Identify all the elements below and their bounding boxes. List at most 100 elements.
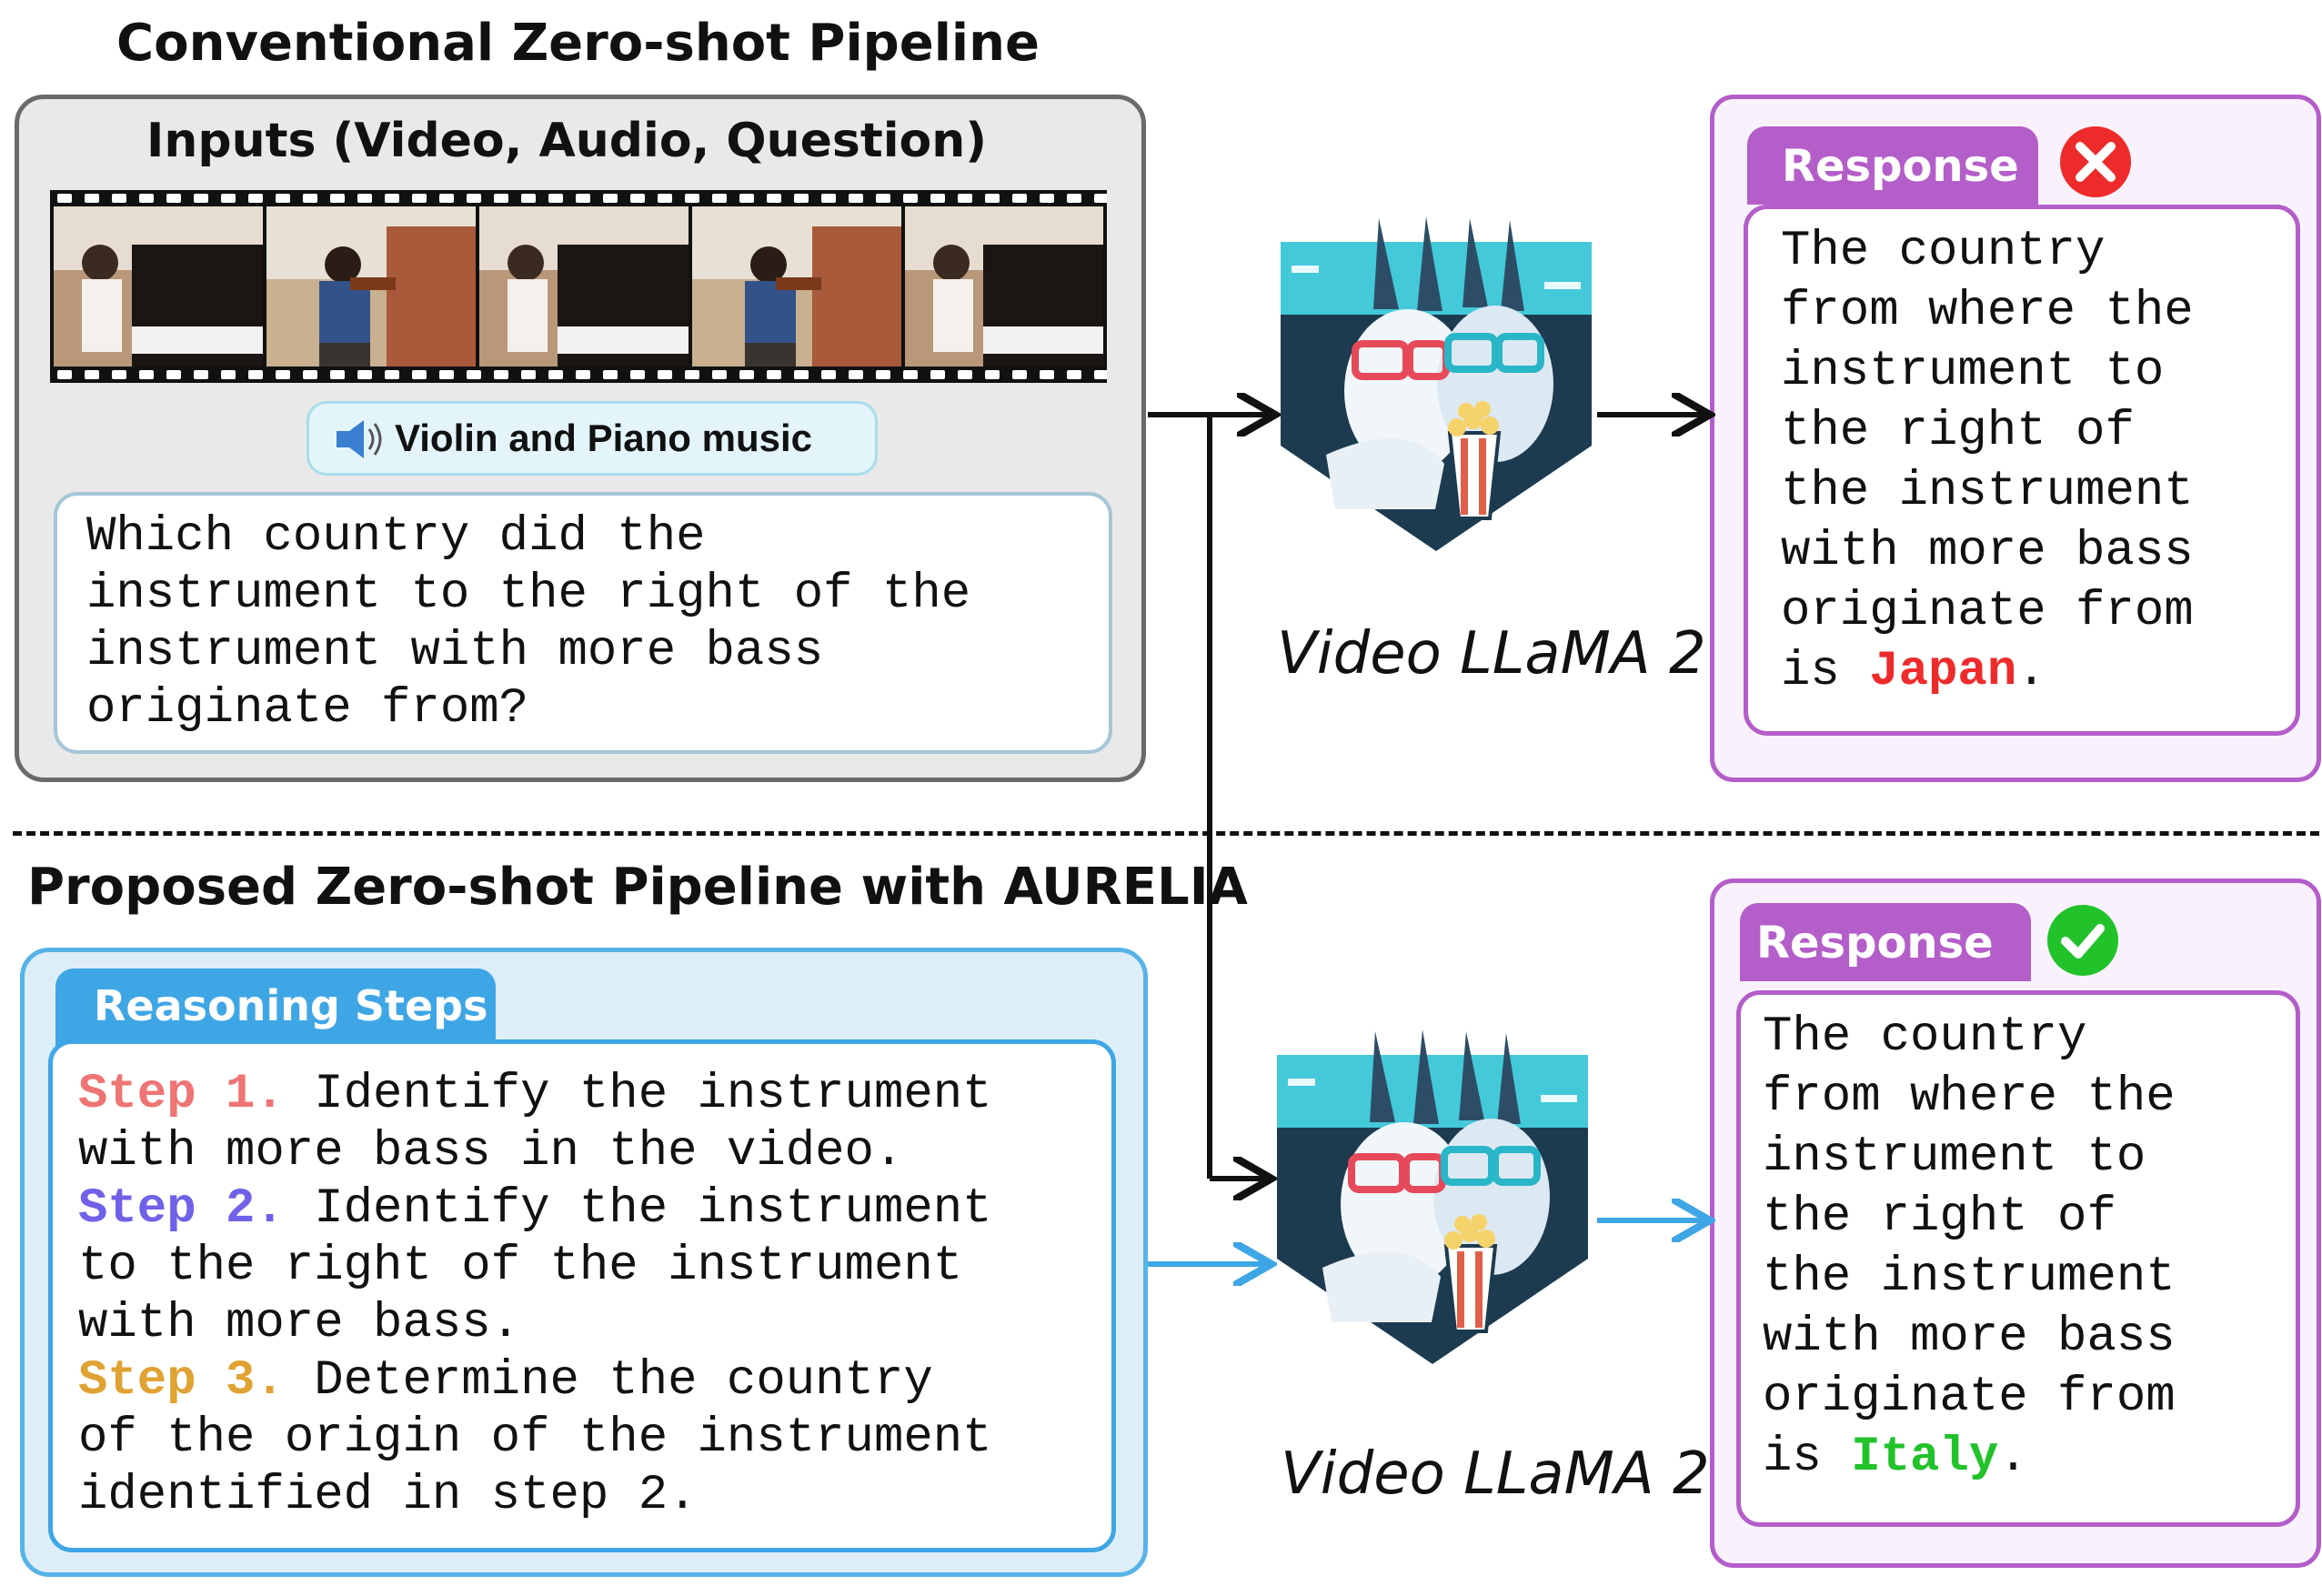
film-sprocket-hole [439,370,454,379]
film-sprocket-hole [85,194,99,203]
film-sprocket-hole [412,370,427,379]
frame-piano-1 [54,206,263,366]
film-sprocket-hole [494,370,508,379]
film-sprocket-hole [712,194,727,203]
audio-label: Violin and Piano music [395,417,812,459]
film-sprocket-hole [330,370,345,379]
film-sprocket-hole [303,194,317,203]
film-sprocket-hole [821,194,836,203]
question-text: Which country did the instrument to the … [86,509,971,737]
reasoning-text: Step 1. Identify the instrument with mor… [78,1066,992,1524]
film-sprocket-hole [849,370,863,379]
film-sprocket-hole [821,370,836,379]
film-sprocket-hole [57,194,72,203]
reasoning-tab: Reasoning Steps [55,969,496,1047]
film-sprocket-hole [930,370,945,379]
frame-violin-2 [692,206,901,366]
film-sprocket-hole [903,370,918,379]
film-sprocket-hole [739,370,754,379]
film-sprocket-hole [248,370,263,379]
response-text-bottom: The country from where the instrument to… [1763,1008,2176,1488]
film-sprocket-hole [958,370,972,379]
step-3-text: Determine the country of the origin of t… [78,1353,992,1523]
film-sprocket-hole [794,194,809,203]
film-sprocket-hole [166,194,181,203]
film-sprocket-hole [412,194,427,203]
film-sprocket-hole [1067,370,1081,379]
film-sprocket-hole [357,370,372,379]
film-sprocket-hole [767,194,781,203]
film-sprocket-hole [685,370,699,379]
frame-piano-2 [479,206,689,366]
response-prefix-top: The country from where the instrument to… [1781,224,2194,699]
film-sprocket-hole [985,194,1000,203]
model-caption-bottom: Video LLaMA 2 [1281,1440,1710,1508]
section-divider [13,831,2319,836]
film-sprocket-hole [439,194,454,203]
response-tab-bottom: Response [1740,903,2031,981]
frame-piano-3 [905,206,1103,366]
film-sprocket-hole [303,370,317,379]
step-1-label: Step 1. [78,1067,285,1122]
response-prefix-bottom: The country from where the instrument to… [1763,1009,2176,1485]
film-sprocket-hole [194,370,208,379]
film-sprocket-hole [658,370,672,379]
response-suffix-top: . [2016,644,2046,699]
video-llama-logo-top [1272,209,1601,558]
film-sprocket-hole [166,370,181,379]
film-sprocket-hole [548,194,563,203]
proposed-pipeline-title: Proposed Zero-shot Pipeline with AURELIA [27,858,1248,917]
response-box-bottom: The country from where the instrument to… [1736,990,2300,1527]
reasoning-box: Step 1. Identify the instrument with mor… [48,1039,1116,1552]
response-panel-bottom: Response The country from where the inst… [1710,878,2321,1568]
film-sprocket-hole [794,370,809,379]
film-sprocket-hole [930,194,945,203]
film-sprocket-hole [849,194,863,203]
film-sprocket-hole [1094,370,1109,379]
film-sprocket-hole [630,370,645,379]
film-sprocket-hole [1040,370,1054,379]
response-box-top: The country from where the instrument to… [1744,205,2300,736]
step-3-label: Step 3. [78,1353,285,1409]
film-sprocket-hole [1012,370,1027,379]
inputs-label: Inputs (Video, Audio, Question) [146,114,988,168]
step-1-text: Identify the instrument with more bass i… [78,1067,992,1179]
film-sprocket-hole [467,370,481,379]
step-2-text: Identify the instrument to the right of … [78,1181,992,1351]
film-sprocket-hole [85,370,99,379]
film-sprocket-hole [385,370,399,379]
film-sprocket-hole [685,194,699,203]
film-sprocket-hole [958,194,972,203]
film-sprocket-hole [330,194,345,203]
film-sprocket-hole [767,370,781,379]
film-sprocket-hole [385,194,399,203]
film-sprocket-hole [248,194,263,203]
conventional-pipeline-title: Conventional Zero-shot Pipeline [116,14,1040,73]
film-sprocket-hole [985,370,1000,379]
film-sprocket-hole [576,194,590,203]
check-icon [2046,903,2120,981]
film-sprocket-hole [521,194,536,203]
film-sprocket-hole [112,370,126,379]
film-sprocket-hole [630,194,645,203]
audio-pill: Violin and Piano music [307,401,878,476]
film-sprocket-hole [876,194,890,203]
film-sprocket-hole [876,370,890,379]
film-sprocket-hole [494,194,508,203]
film-sprocket-hole [658,194,672,203]
film-sprocket-hole [221,370,236,379]
film-sprocket-hole [739,194,754,203]
response-suffix-bottom: . [1998,1430,2028,1485]
film-sprocket-hole [1040,194,1054,203]
video-llama-logo-bottom [1268,1022,1597,1371]
question-box: Which country did the instrument to the … [54,492,1112,754]
response-tab-top: Response [1747,126,2038,205]
film-sprocket-hole [221,194,236,203]
speaker-icon [335,417,386,466]
film-sprocket-hole [139,194,154,203]
film-sprocket-hole [276,370,290,379]
film-sprocket-hole [1067,194,1081,203]
cross-icon [2058,125,2133,203]
response-panel-top: Response The country from where the inst… [1710,95,2321,782]
frame-violin-1 [266,206,476,366]
